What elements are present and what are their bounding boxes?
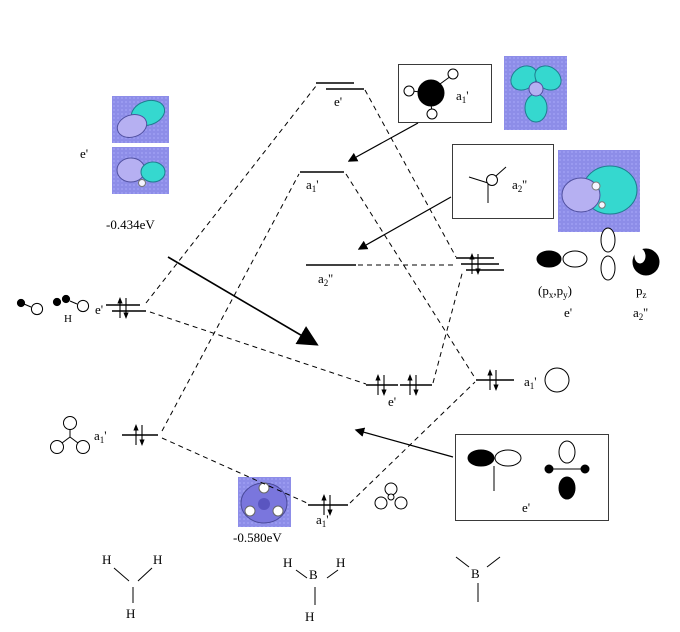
arrow-e-callout: [354, 427, 454, 458]
fragment-label-e-images: e': [80, 146, 89, 161]
correlation-lines: [145, 85, 476, 504]
annotation-arrows: [167, 122, 454, 458]
ao-label-a1-2s: a1': [524, 374, 537, 391]
callout-box-e: [455, 434, 609, 521]
atom-label-h: H: [153, 552, 163, 567]
level-label-a2-nonbonding: a2'': [318, 271, 333, 288]
atom-label-b: B: [309, 567, 318, 582]
atom-label-h: H: [126, 606, 136, 621]
callout-box-a1: [398, 64, 492, 123]
orbital-blob-graphic: [561, 165, 638, 215]
arrow-a2-callout: [357, 196, 452, 250]
molecule-drawings: [113, 556, 501, 605]
level-label-e-bonding: e': [388, 394, 397, 409]
h3-e-salc-2-sketch: [52, 294, 90, 313]
ao-label-a2: a2'': [633, 305, 648, 322]
energy-value-e-mo: -0.434eV: [106, 217, 155, 232]
e-mo-isosurface-image-1: [112, 96, 169, 143]
atom-label-h: H: [283, 555, 293, 570]
energy-value-a1-mo: -0.580eV: [233, 530, 282, 545]
orbital-blob-graphic: [116, 99, 166, 138]
electron-pair: [116, 296, 130, 320]
e-mo-sketch-2: [544, 440, 590, 500]
level-label-e-antibonding: e': [334, 94, 343, 109]
callout-label-a2: a2'': [512, 177, 527, 194]
orbital-sketches: [16, 68, 660, 510]
e-mo-isosurface-image-2: [112, 147, 169, 194]
e-mo-sketch-1: [467, 449, 522, 491]
px-py-sketch: [536, 227, 616, 281]
atom-label-h: H: [305, 609, 315, 624]
pz-sketch: [632, 248, 660, 276]
a1-mo-isosurface-image: [504, 56, 567, 130]
label-px-py: (px,py): [538, 283, 572, 300]
atom-label-h: H: [102, 552, 112, 567]
bh3-structure: [295, 569, 339, 605]
energy-level-lines: [106, 82, 514, 506]
orbital-blob-graphic: [116, 157, 166, 187]
orbital-blob-graphic: [510, 65, 562, 123]
callout-box-a2: [452, 144, 554, 219]
h3-e-salc-1-sketch: [16, 298, 44, 316]
level-label-a1-bonding: a1': [316, 512, 329, 529]
arrow-e-images: [167, 256, 319, 346]
a2-sketch: [468, 166, 507, 203]
electron-pairs: [116, 252, 500, 517]
fragment-label-h3-a1: a1': [94, 428, 107, 445]
b-structure: [455, 556, 501, 602]
atom-label-h: H: [336, 555, 346, 570]
h3-structure: [113, 567, 153, 603]
orbital-blob-graphic: [240, 482, 288, 524]
h3-a1-sketch: [50, 416, 90, 454]
callout-label-e: e': [522, 500, 531, 515]
callout-label-a1: a1': [456, 88, 469, 105]
a1-salc-sketch: [403, 68, 459, 120]
a2-mo-isosurface-image: [558, 150, 640, 232]
level-label-a1-antibonding: a1': [306, 177, 319, 194]
ao-label-e: e': [564, 305, 573, 320]
atom-label-h: H: [64, 313, 72, 325]
atom-label-b: B: [471, 566, 480, 581]
h3-overlap-sketch: [374, 482, 408, 510]
s-orbital-sketch: [544, 367, 570, 393]
fragment-label-h3-e: e': [95, 302, 104, 317]
arrow-a1-callout: [347, 122, 419, 162]
label-pz: pz: [636, 283, 647, 300]
a1-bonding-isosurface-image: [238, 477, 291, 527]
